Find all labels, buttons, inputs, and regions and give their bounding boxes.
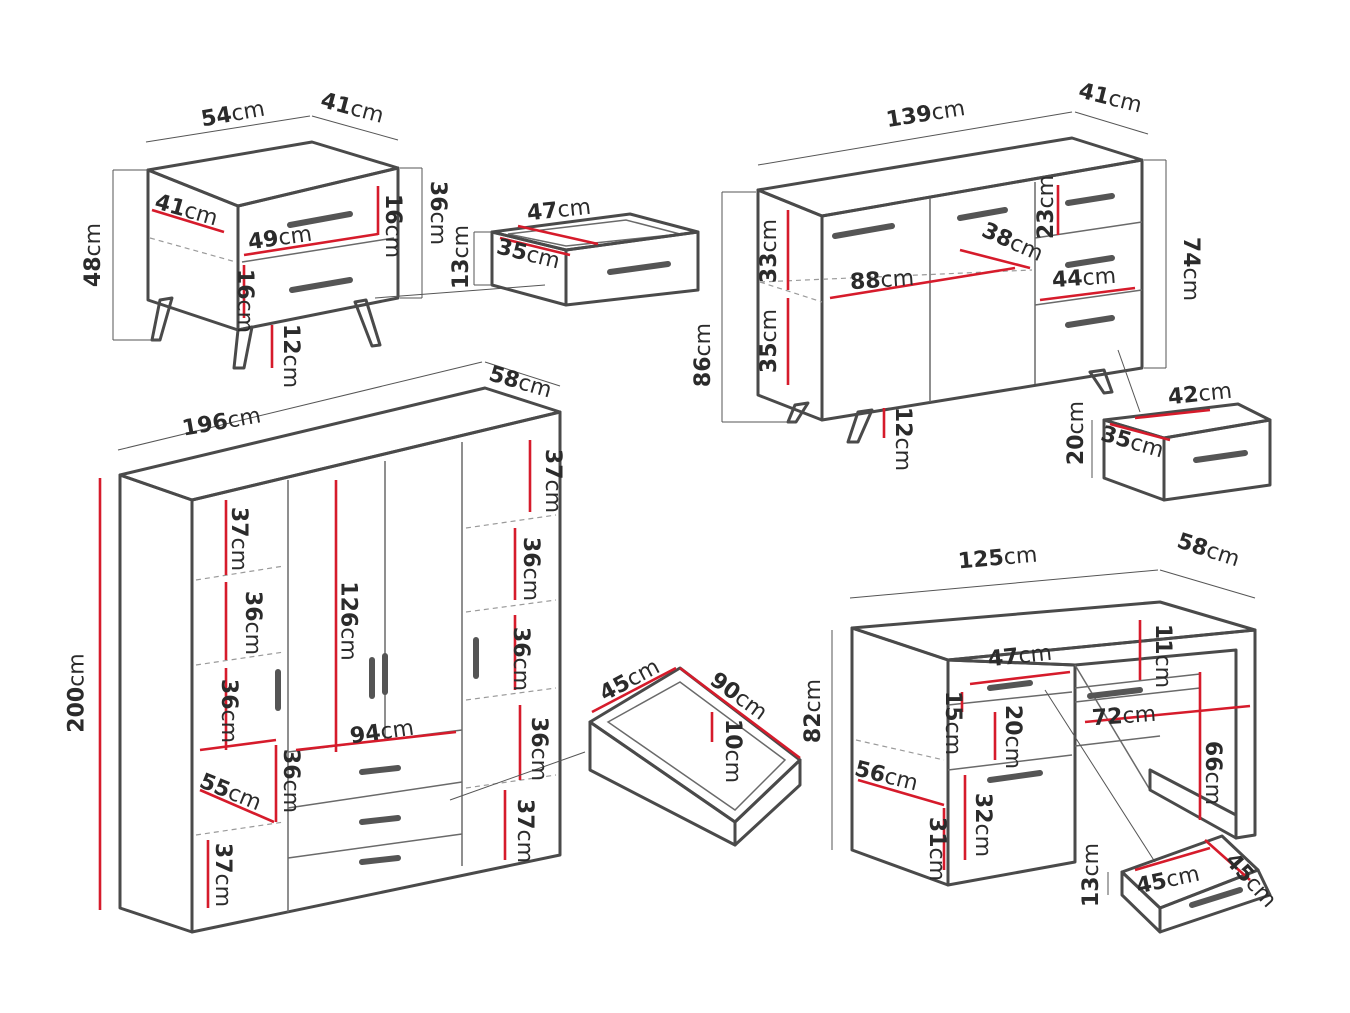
sideboard-drawer-height-label: 20cm	[1064, 400, 1090, 466]
wardrobe-right-shelf-2-label: 36cm	[518, 536, 544, 602]
nightstand-carcass-height-label: 36cm	[425, 180, 451, 246]
desk-top-shelf-label: 11cm	[1150, 623, 1176, 689]
wardrobe-left-compartment-height-label: 36cm	[278, 748, 304, 814]
sideboard-total-height-label: 86cm	[691, 322, 717, 388]
wardrobe-height-label: 200cm	[64, 653, 90, 733]
wardrobe-right-shelf-4-label: 36cm	[526, 716, 552, 782]
wardrobe-drawing	[98, 361, 802, 934]
sideboard-drawer-inner-width-label: 44cm	[1051, 263, 1117, 294]
nightstand-drawing	[112, 115, 700, 370]
wardrobe-left-shelf-2-label: 36cm	[240, 590, 266, 656]
desk-small-drawer-label: 15cm	[940, 690, 966, 756]
desk-door-height-label: 32cm	[970, 792, 996, 858]
nightstand-leg-label: 12cm	[278, 323, 304, 389]
nightstand-height-label: 48cm	[81, 222, 107, 288]
sideboard-carcass-height-label: 74cm	[1178, 236, 1204, 302]
desk-keyboard-width-label: 72cm	[1091, 701, 1157, 732]
wardrobe-left-shelf-1-label: 37cm	[226, 506, 252, 572]
sideboard-shelf-lower-label: 35cm	[757, 308, 783, 374]
wardrobe-hanging-height-label: 126cm	[335, 581, 361, 661]
sideboard-drawing	[721, 111, 1272, 502]
desk-height-label: 82cm	[801, 678, 827, 744]
wardrobe-left-shelf-3-label: 36cm	[216, 678, 242, 744]
desk-bottom-height-label: 31cm	[924, 816, 950, 882]
desk-niche-height-label: 20cm	[1000, 704, 1026, 770]
wardrobe-right-shelf-1-label: 37cm	[540, 448, 566, 514]
wardrobe-drawer-height-label: 10cm	[720, 718, 746, 784]
sideboard-leg-label: 12cm	[890, 406, 916, 472]
nightstand-lower-drawer-label: 16cm	[232, 268, 258, 334]
desk-drawer-height-label: 13cm	[1079, 842, 1105, 908]
sideboard-shelf-upper-label: 33cm	[757, 218, 783, 284]
wardrobe-right-shelf-5-label: 37cm	[512, 798, 538, 864]
wardrobe-left-bottom-label: 37cm	[210, 842, 236, 908]
desk-leg-height-label: 66cm	[1200, 740, 1226, 806]
sideboard-drawer-front-label: 23cm	[1034, 174, 1060, 240]
sideboard-inner-width-label: 88cm	[849, 265, 915, 296]
desk-drawing	[831, 569, 1272, 934]
nightstand-drawer-height-label: 13cm	[449, 224, 475, 290]
wardrobe-right-shelf-3-label: 36cm	[508, 626, 534, 692]
nightstand-drawer-front-label: 16cm	[380, 193, 406, 259]
